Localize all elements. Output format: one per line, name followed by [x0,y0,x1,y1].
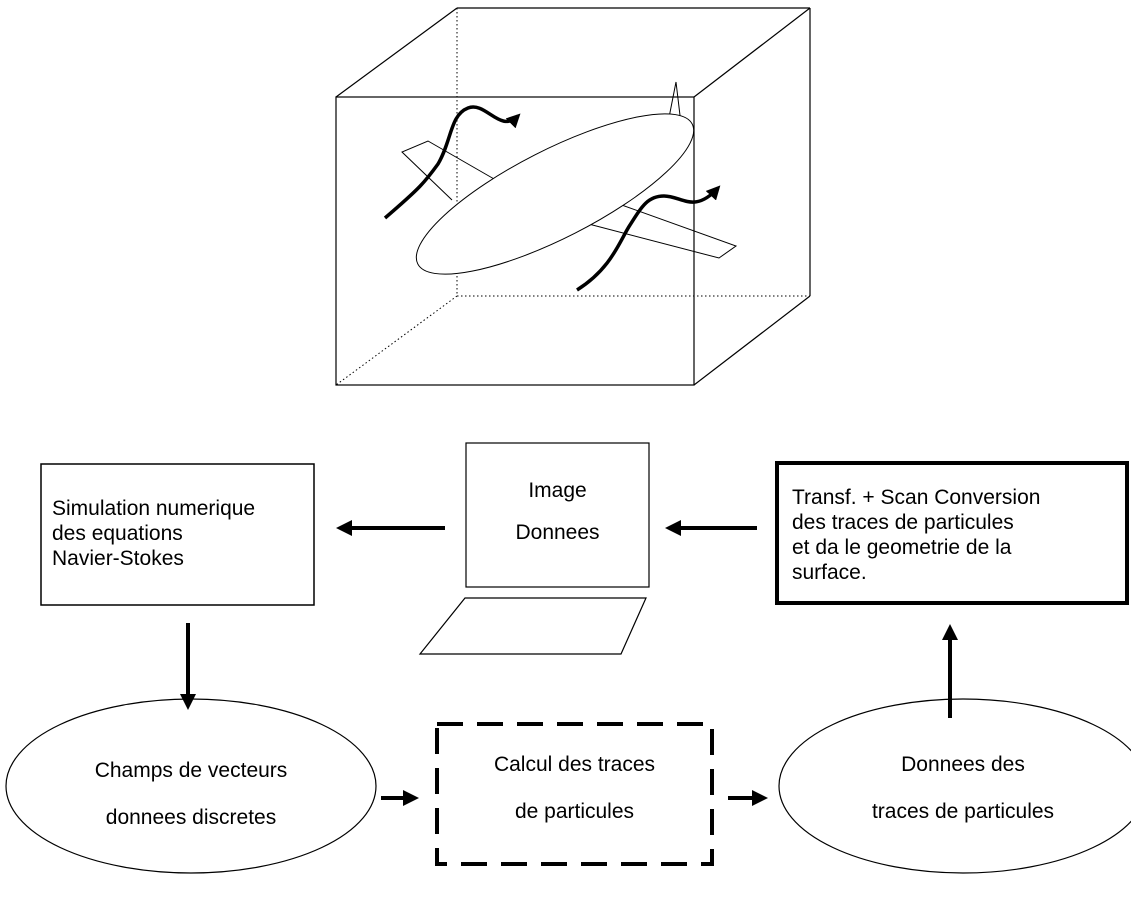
flow-streamlines [383,105,721,292]
champs-line-1: Champs de vecteurs [94,759,288,782]
simulation-line-3: Navier-Stokes [52,547,184,570]
simulation-line-2: des equations [52,522,183,545]
donnees-line-1: Donnees des [901,753,1025,776]
champs-line-2: donnees discretes [105,806,277,829]
calcul-line-2: de particules [514,800,635,823]
transf-scan-box-text: Transf. + Scan Conversion des traces de … [792,485,1040,585]
simulation-box-text: Simulation numerique des equations Navie… [52,496,255,571]
wind-tunnel-cube [335,7,811,386]
champs-ellipse-text: Champs de vecteurs donnees discretes [36,758,346,830]
streamline-upper [383,105,521,220]
calcul-line-1: Calcul des traces [493,753,656,776]
calcul-box [435,722,714,866]
computer-screen-text: Image Donnees [466,478,649,545]
computer-screen [465,442,650,588]
simulation-line-1: Simulation numerique [52,497,256,520]
donnees-line-2: traces de particules [871,800,1055,823]
computer-keyboard [418,597,647,655]
donnees-ellipse [778,698,1131,874]
donnees-ellipse-text: Donnees des traces de particules [818,752,1108,824]
calcul-box-text: Calcul des traces de particules [437,752,712,824]
computer-icon [418,442,650,655]
streamline-lower [576,185,721,292]
transf-line-1: Transf. + Scan Conversion [792,486,1041,509]
computer-donnees-label: Donnees [515,521,600,544]
transf-scan-box [775,461,1129,605]
transf-line-2: des traces de particules [792,511,1014,534]
airplane-model [401,81,738,275]
transf-line-4: surface. [792,561,867,584]
transf-line-3: et da le geometrie de la [792,536,1012,559]
simulation-box [40,463,315,606]
computer-image-label: Image [528,479,587,502]
